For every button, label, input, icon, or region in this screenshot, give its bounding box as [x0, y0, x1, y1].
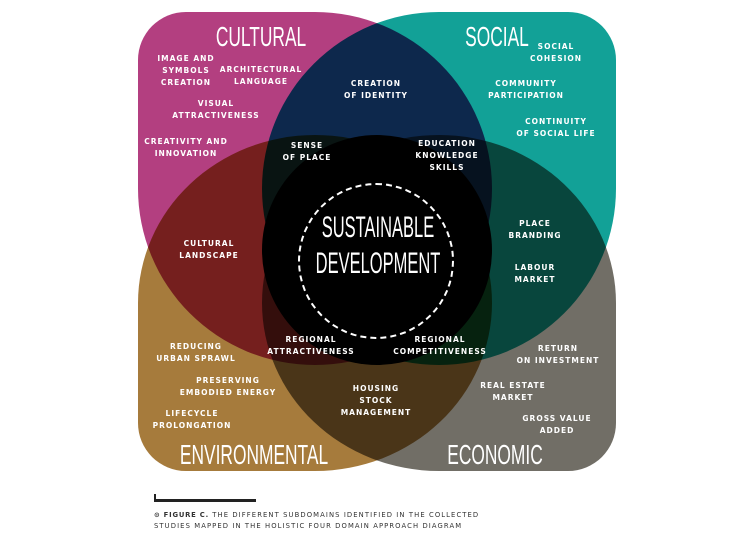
item-education: EDUCATION KNOWLEDGE SKILLS: [415, 139, 479, 172]
item-urban-sprawl: REDUCING URBAN SPRAWL: [156, 342, 236, 363]
center-title-line1: SUSTAINABLE: [321, 211, 435, 244]
item-sense-of-place: SENSE OF PLACE: [282, 141, 332, 162]
environmental-heading: ENVIRONMENTAL: [179, 439, 329, 470]
social-heading: SOCIAL: [465, 21, 529, 52]
figure-caption: ⊙ Figure C. The different subdomains ide…: [154, 511, 480, 530]
cultural-heading: CULTURAL: [215, 21, 307, 52]
item-image-symbols: IMAGE AND SYMBOLS CREATION: [157, 54, 215, 87]
item-visual-attractiveness: VISUAL ATTRACTIVENESS: [172, 99, 260, 120]
item-architectural-language: ARCHITECTURAL LANGUAGE: [219, 65, 303, 86]
caption-text-2: studies mapped in the holistic four doma…: [154, 522, 463, 530]
item-regional-competitiveness: REGIONAL COMPETITIVENESS: [393, 335, 487, 356]
caption-rule: [154, 494, 256, 502]
item-real-estate: REAL ESTATE MARKET: [480, 381, 546, 402]
item-housing-stock: HOUSING STOCK MANAGEMENT: [340, 384, 412, 417]
economic-heading: ECONOMIC: [447, 439, 543, 470]
caption-text-1: The different subdomains identified in t…: [212, 511, 480, 519]
item-return-investment: RETURN ON INVESTMENT: [516, 344, 600, 365]
item-social-cohesion: SOCIAL COHESION: [529, 42, 583, 63]
item-place-branding: PLACE BRANDING: [508, 219, 562, 240]
item-lifecycle: LIFECYCLE PROLONGATION: [152, 409, 232, 430]
item-creativity: CREATIVITY AND INNOVATION: [144, 137, 228, 158]
item-community-participation: COMMUNITY PARTICIPATION: [488, 79, 564, 100]
item-embodied-energy: PRESERVING EMBODIED ENERGY: [179, 376, 277, 397]
item-labour-market: LABOUR MARKET: [514, 263, 556, 284]
item-creation-identity: CREATION OF IDENTITY: [344, 79, 408, 100]
dashed-circle: [298, 183, 454, 339]
item-regional-attractiveness: REGIONAL ATTRACTIVENESS: [267, 335, 355, 356]
item-continuity-social-life: CONTINUITY OF SOCIAL LIFE: [516, 117, 596, 138]
item-cultural-landscape: CULTURAL LANDSCAPE: [179, 239, 239, 260]
item-gross-value: GROSS VALUE ADDED: [522, 414, 592, 435]
center-title-line2: DEVELOPMENT: [315, 247, 441, 280]
caption-label: Figure C.: [163, 511, 209, 519]
